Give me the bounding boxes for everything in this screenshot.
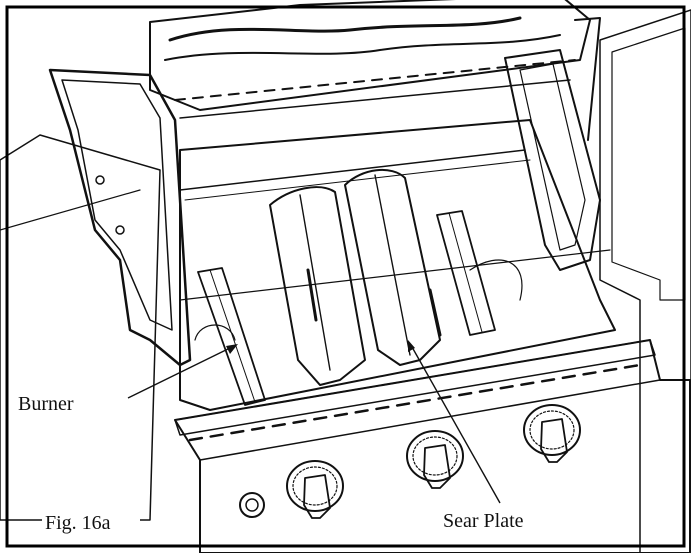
figure-caption: Fig. 16a bbox=[45, 512, 111, 534]
sear-plate-left bbox=[269, 186, 366, 386]
grill-lid bbox=[149, 0, 591, 119]
control-knob-right-icon[interactable] bbox=[523, 404, 581, 463]
burner-label: Burner bbox=[18, 393, 74, 415]
ignitor-button-icon[interactable] bbox=[239, 492, 265, 518]
sear-plate-leader-line bbox=[411, 346, 501, 504]
burner-right bbox=[436, 210, 496, 336]
lid-side-bracket-left bbox=[48, 68, 192, 367]
burner-left bbox=[197, 267, 266, 406]
burner-leader-line bbox=[127, 346, 233, 399]
sear-plate-label: Sear Plate bbox=[443, 510, 524, 532]
control-knob-left-icon[interactable] bbox=[286, 460, 344, 519]
control-knob-center-icon[interactable] bbox=[406, 430, 464, 489]
lid-side-bracket-right bbox=[504, 17, 601, 271]
figure-border bbox=[5, 5, 686, 548]
control-panel bbox=[174, 339, 691, 553]
sear-plate-arrowhead bbox=[408, 340, 415, 352]
sear-plate-right bbox=[344, 168, 442, 366]
burner-arrowhead bbox=[226, 344, 238, 354]
